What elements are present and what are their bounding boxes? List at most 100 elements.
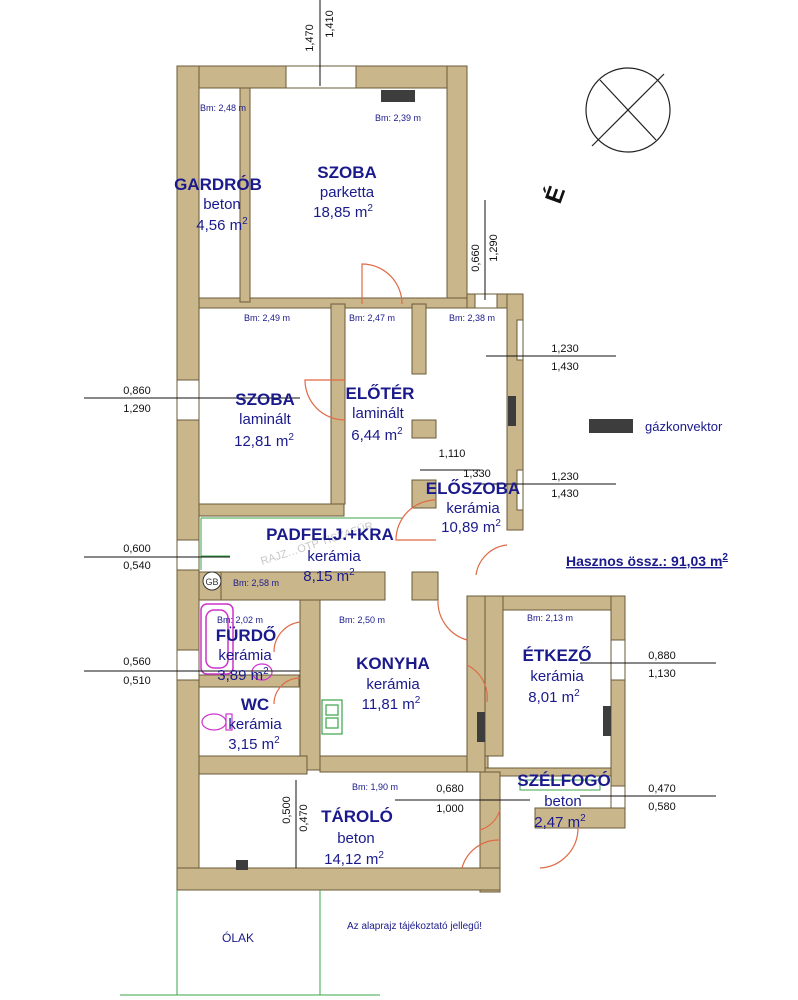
dim-tarolo-vert-b: 0,470	[298, 804, 310, 832]
room-name: WC	[241, 695, 269, 714]
room-name: PADFELJ.+KRA	[266, 525, 394, 544]
room-szoba-1: SZOBA parketta 18,85 m2	[313, 163, 377, 221]
dim-left-furdo-b: 0,510	[123, 675, 151, 687]
room-area: 3,15 m2	[228, 735, 280, 753]
room-konyha: KONYHA kerámia 11,81 m2	[356, 654, 430, 713]
room-name: SZÉLFOGÓ	[517, 771, 611, 790]
room-name: GARDRÓB	[174, 175, 262, 194]
height-label: Bm: 2,48 m	[200, 103, 246, 113]
dim-left-szoba-a: 0,860	[123, 385, 151, 397]
room-floor: kerámia	[218, 647, 272, 664]
dim-right-window1-a: 1,230	[551, 343, 579, 355]
room-area: 14,12 m2	[324, 850, 384, 868]
sink-icon	[251, 663, 273, 681]
height-label: Bm: 2,38 m	[449, 313, 495, 323]
room-etkezo: ÉTKEZŐ kerámia 8,01 m2	[523, 646, 592, 706]
dim-right-szelfogo-b: 0,580	[648, 801, 676, 813]
dim-tarolo-door-a: 0,680	[436, 783, 464, 795]
room-name: TÁROLÓ	[321, 807, 393, 826]
dimension-lines	[84, 0, 716, 868]
dim-eloszoba-right-a: 1,230	[551, 471, 579, 483]
room-area: 10,89 m2	[441, 518, 501, 536]
room-tarolo: TÁROLÓ beton 14,12 m2	[321, 807, 393, 868]
szelfogo-frame	[519, 779, 601, 791]
gas-convector-swatch	[589, 419, 633, 433]
room-name: SZOBA	[317, 163, 377, 182]
room-name: ELŐTÉR	[346, 384, 415, 403]
dim-right-etkezo-a: 0,880	[648, 650, 676, 662]
dim-right-szelfogo-a: 0,470	[648, 783, 676, 795]
bathtub-icon	[200, 603, 234, 675]
room-area: 8,15 m2	[303, 567, 355, 585]
gb-label: GB	[205, 577, 218, 587]
room-floor: beton	[337, 830, 375, 847]
room-floor: kerámia	[228, 716, 282, 733]
doors	[273, 263, 579, 869]
room-area: 12,81 m2	[234, 432, 294, 450]
height-label: Bm: 2,13 m	[527, 613, 573, 623]
room-floor: kerámia	[446, 500, 500, 517]
dim-right-window1-b: 1,430	[551, 361, 579, 373]
compass-icon	[585, 67, 671, 153]
room-floor: beton	[203, 196, 241, 213]
dim-eloszoba-mid-a: 1,110	[439, 448, 466, 460]
height-label: Bm: 2,49 m	[244, 313, 290, 323]
windows	[176, 65, 626, 809]
legend: gázkonvektor	[589, 419, 723, 434]
room-floor: laminált	[239, 411, 292, 428]
room-wc: WC kerámia 3,15 m2	[228, 695, 282, 753]
room-gardrob: GARDRÓB beton 4,56 m2	[174, 175, 262, 234]
height-label: Bm: 2,50 m	[339, 615, 385, 625]
room-eloszoba: ELŐSZOBA kerámia 10,89 m2	[426, 479, 520, 536]
room-floor: parketta	[320, 184, 375, 201]
room-area: 6,44 m2	[351, 426, 403, 444]
legend-label: gázkonvektor	[645, 419, 723, 434]
height-label: Bm: 2,02 m	[217, 615, 263, 625]
dim-left-padfelj-a: 0,600	[123, 543, 151, 555]
dim-left-padfelj-b: 0,540	[123, 560, 151, 572]
dim-top-b: 1,410	[324, 10, 336, 38]
dim-left-furdo-a: 0,560	[123, 656, 151, 668]
room-furdo: FÜRDŐ kerámia 3,89 m2	[216, 626, 276, 684]
dim-eloszoba-mid-b: 1,330	[463, 468, 491, 480]
dimension-labels: 1,470 1,410 0,660 1,290 1,230 1,430 0,86…	[123, 10, 676, 832]
room-name: ÉTKEZŐ	[523, 646, 592, 665]
room-area: 2,47 m2	[534, 813, 586, 831]
room-name: SZOBA	[235, 390, 295, 409]
dim-tarolo-vert-a: 0,500	[281, 796, 293, 824]
room-szoba-2: SZOBA laminált 12,81 m2	[234, 390, 295, 450]
north-mark: É	[539, 182, 571, 207]
gas-convectors	[236, 90, 611, 870]
height-label: Bm: 2,39 m	[375, 113, 421, 123]
room-area: 18,85 m2	[313, 203, 373, 221]
room-area: 8,01 m2	[528, 688, 580, 706]
ceiling-heights: Bm: 2,48 m Bm: 2,39 m Bm: 2,49 m Bm: 2,4…	[200, 103, 573, 792]
olak-outline	[120, 890, 380, 996]
room-floor: laminált	[352, 405, 405, 422]
height-label: Bm: 2,58 m	[233, 578, 279, 588]
room-floor: kerámia	[307, 548, 361, 565]
room-szelfogo: SZÉLFOGÓ beton 2,47 m2	[517, 771, 611, 831]
counter-outline	[200, 517, 402, 570]
total-area: Hasznos össz.: 91,03 m2	[566, 552, 728, 569]
gas-boiler: GB	[202, 571, 222, 591]
room-name: FÜRDŐ	[216, 626, 276, 645]
dim-left-szoba-b: 1,290	[123, 403, 151, 415]
height-label: Bm: 1,90 m	[352, 782, 398, 792]
toilet-icon	[201, 713, 233, 731]
room-eloter: ELŐTÉR laminált 6,44 m2	[346, 384, 415, 444]
room-floor: kerámia	[530, 668, 584, 685]
room-name: ELŐSZOBA	[426, 479, 520, 498]
room-area: 3,89 m2	[217, 666, 269, 684]
dim-vert-right-a: 0,660	[470, 244, 482, 272]
disclaimer: Az alaprajz tájékoztató jellegű!	[347, 921, 482, 932]
dim-vert-right-b: 1,290	[488, 234, 500, 262]
room-floor: kerámia	[366, 676, 420, 693]
olak-label: ÓLAK	[222, 930, 254, 945]
dim-eloszoba-right-b: 1,430	[551, 488, 579, 500]
room-floor: beton	[544, 793, 582, 810]
dim-tarolo-door-b: 1,000	[436, 803, 464, 815]
dim-right-etkezo-b: 1,130	[648, 668, 676, 680]
dim-top-a: 1,470	[304, 24, 316, 52]
